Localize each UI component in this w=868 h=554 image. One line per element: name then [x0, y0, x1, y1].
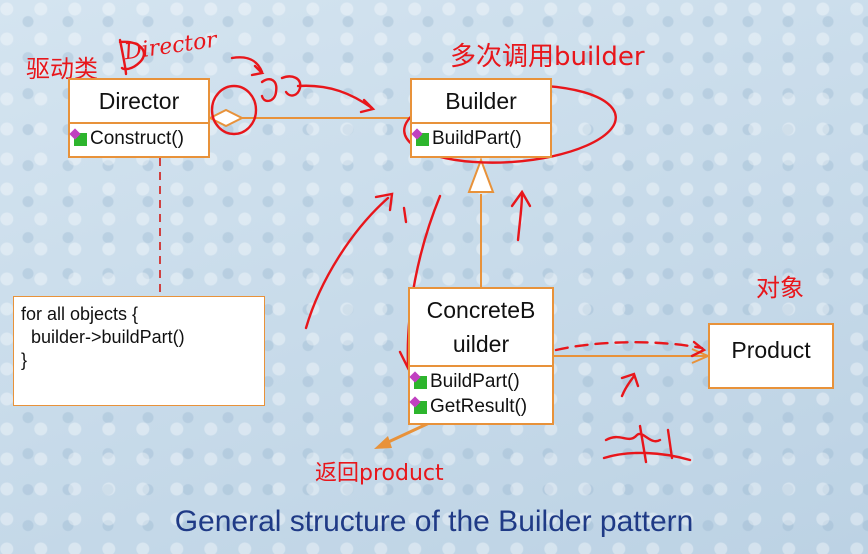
concrete-builder-class[interactable]: ConcreteB uilder BuildPart() GetResult() [408, 287, 554, 425]
hand-arrow-to-builder [296, 84, 374, 110]
hand-arrow-top [230, 56, 264, 74]
director-class-name: Director [98, 88, 180, 114]
concrete-builder-method-getresult: GetResult() [414, 396, 527, 418]
hand-scribble-director-D [118, 38, 146, 76]
method-icon [74, 132, 87, 146]
inheritance-triangle [467, 157, 495, 193]
builder-separator [412, 122, 550, 124]
hand-squiggle [260, 78, 278, 103]
hand-arrow-up-right [516, 192, 524, 242]
director-method-label: Construct() [90, 128, 184, 149]
hand-scribble-xuxian [602, 424, 692, 464]
method-icon [416, 132, 429, 146]
concrete-builder-method-buildpart: BuildPart() [414, 371, 520, 393]
note-line-2: builder->buildPart() [21, 327, 185, 347]
concrete-builder-name-1: ConcreteB [426, 297, 536, 323]
aggregation-diamond [207, 108, 245, 128]
hand-circle-diamond [210, 84, 258, 136]
note-box: for all objects { builder->buildPart() } [13, 296, 265, 406]
concrete-builder-method-2: GetResult() [430, 396, 528, 417]
concrete-builder-separator [410, 365, 552, 367]
hand-dashed-line [554, 341, 704, 352]
director-method: Construct() [74, 128, 184, 150]
builder-class[interactable]: Builder BuildPart() [410, 78, 552, 158]
return-arrowhead [374, 436, 392, 449]
hand-arrow-down [406, 194, 442, 368]
diagram-caption: General structure of the Builder pattern [174, 505, 694, 538]
note-line-3: } [21, 350, 28, 370]
product-class-name: Product [731, 337, 811, 363]
product-class[interactable]: Product [708, 323, 834, 389]
builder-class-name: Builder [445, 88, 517, 114]
annotation-calls-builder: 多次调用builder [450, 42, 645, 72]
builder-method: BuildPart() [416, 128, 522, 150]
hand-arrow-up-left [304, 196, 390, 330]
method-icon [414, 400, 427, 414]
hand-arrow-dashline [620, 374, 636, 398]
concrete-builder-method-1: BuildPart() [430, 371, 520, 392]
annotation-object: 对象 [756, 274, 804, 302]
method-icon [414, 375, 427, 389]
director-separator [70, 122, 208, 124]
note-line-1: for all objects { [21, 304, 139, 324]
concrete-builder-name-2: uilder [452, 331, 510, 357]
annotation-returns-product: 返回product [315, 461, 444, 486]
director-class[interactable]: Director Construct() [68, 78, 210, 158]
builder-method-label: BuildPart() [432, 128, 522, 149]
